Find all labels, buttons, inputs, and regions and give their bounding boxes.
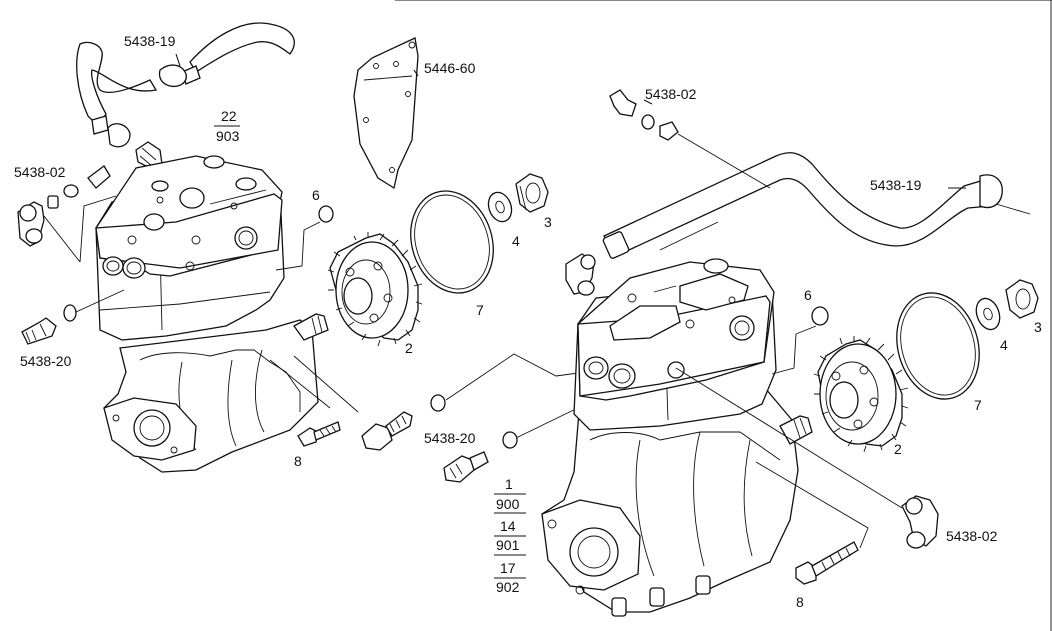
label-left-washer: 4 [512, 233, 520, 249]
right-nut [1005, 279, 1039, 319]
label-right-nut: 3 [1034, 319, 1042, 335]
right-hose-elbow [565, 253, 596, 296]
label-left-sensor: 5438-20 [20, 353, 72, 369]
label-frac1-num: 1 [505, 476, 513, 492]
leader-bracket [413, 69, 419, 77]
label-left-elbow: 5438-02 [14, 164, 66, 180]
label-right-oring: 6 [804, 287, 812, 303]
left-oring-6 [275, 205, 334, 271]
label-right-washer: 4 [1000, 337, 1008, 353]
label-mid-sensor: 5438-20 [424, 430, 476, 446]
label-left-gear: 2 [405, 340, 413, 356]
right-oring-6 [771, 306, 829, 375]
label-right-elbow: 5438-02 [946, 528, 998, 544]
label-left-gasket: 7 [476, 302, 484, 318]
right-top-fittings [609, 89, 771, 189]
label-bracket: 5446-60 [424, 60, 476, 76]
label-frac2-den: 901 [496, 537, 520, 553]
left-compressor [95, 155, 329, 473]
left-sensor [21, 289, 125, 345]
left-nut [515, 173, 549, 213]
label-left-oring: 6 [312, 187, 320, 203]
label-left-bolt: 8 [294, 453, 302, 469]
leader-right-top [643, 99, 653, 105]
left-bolt [269, 359, 341, 447]
right-bolt [755, 461, 869, 585]
label-right-gasket: 7 [974, 397, 982, 413]
label-right-gear: 2 [894, 441, 902, 457]
label-right-hose: 5438-19 [870, 177, 922, 193]
label-frac22-num: 22 [221, 108, 237, 124]
right-washer [975, 297, 1001, 331]
left-gasket [410, 190, 494, 294]
label-frac3-den: 902 [496, 579, 520, 595]
left-elbow-fittings [17, 165, 117, 263]
leader-hose-top [175, 53, 181, 67]
right-gear [813, 336, 909, 453]
hose-right [602, 152, 1031, 259]
label-frac3-num: 17 [500, 560, 516, 576]
label-right-fitting: 5438-02 [645, 86, 697, 102]
label-left-nut: 3 [544, 214, 552, 230]
right-elbow-lower [675, 367, 939, 549]
middle-sensor [293, 353, 587, 451]
bracket-5446-60 [353, 37, 419, 190]
label-frac1-den: 900 [496, 496, 520, 512]
right-gasket [896, 292, 980, 400]
lower-sensor [443, 403, 587, 483]
label-frac2-num: 14 [500, 518, 516, 534]
right-compressor [541, 258, 813, 617]
left-washer [487, 191, 513, 223]
hose-top-left [76, 22, 295, 169]
label-right-bolt: 8 [796, 594, 804, 610]
label-frac22-den: 903 [216, 128, 240, 144]
left-gear [327, 232, 423, 347]
label-hose-top: 5438-19 [124, 33, 176, 49]
